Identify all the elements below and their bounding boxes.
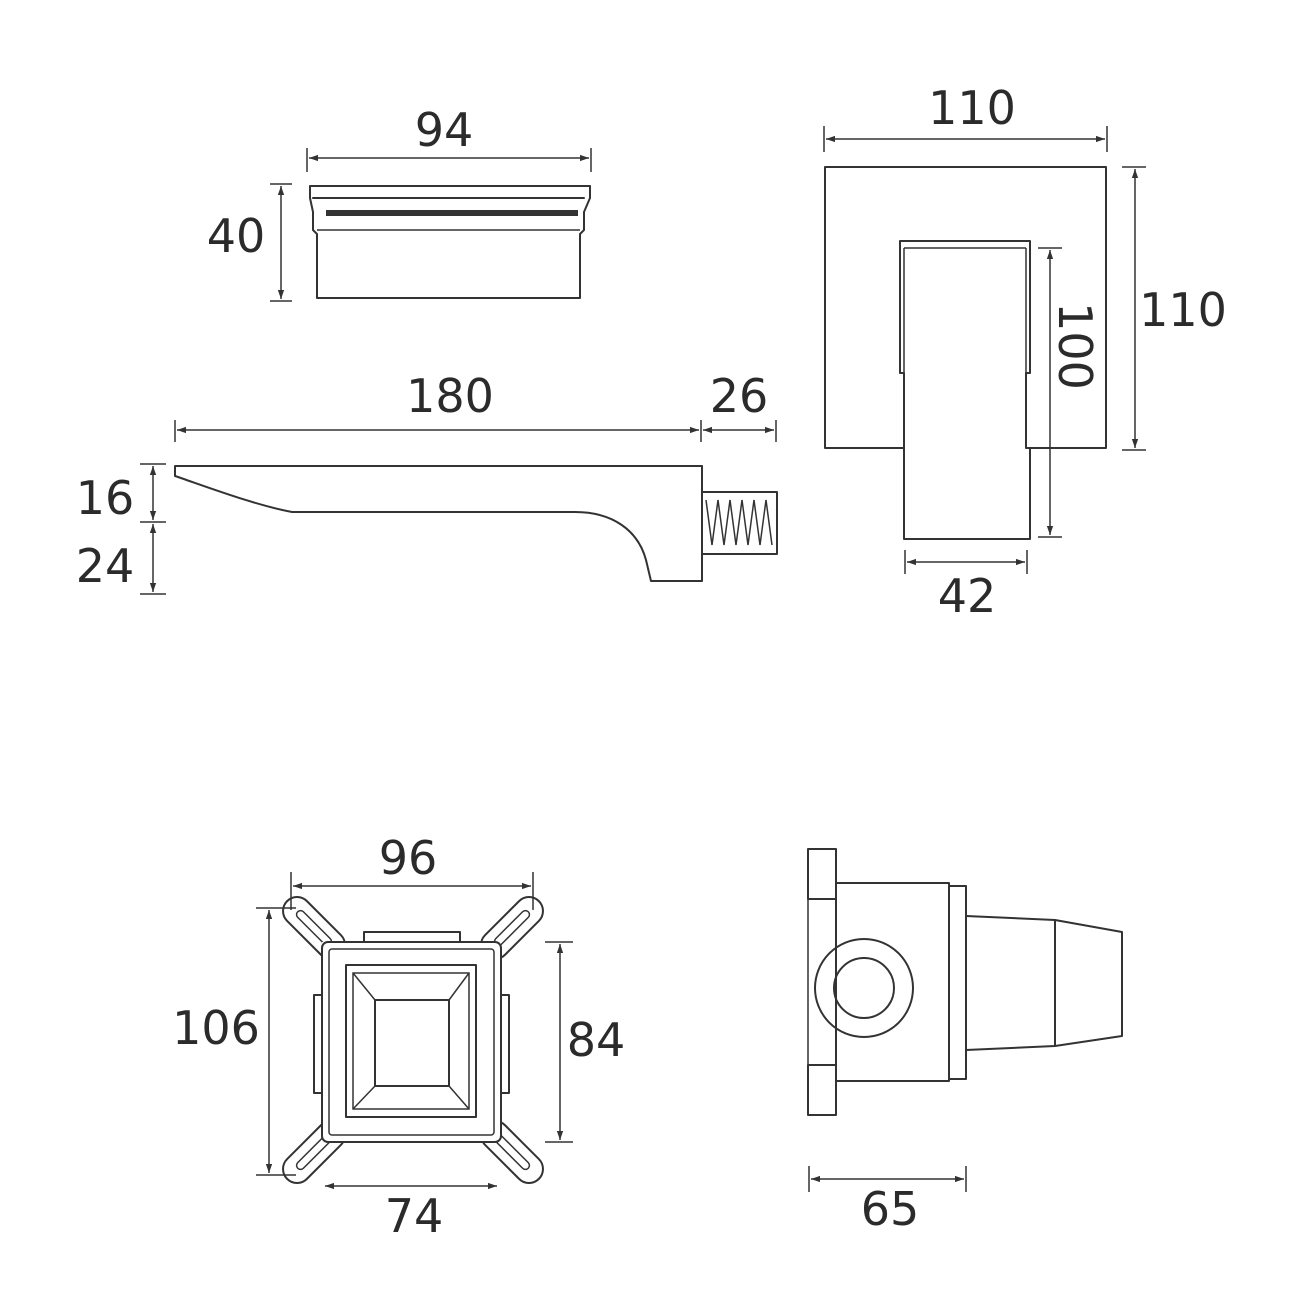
dim-valve-box-width: 96 — [379, 831, 438, 885]
valve-box-front-view: 96 106 84 74 — [172, 831, 625, 1243]
dim-handle-width: 42 — [938, 569, 997, 623]
dim-spout-top-width: 94 — [415, 103, 474, 157]
dim-valve-depth: 65 — [861, 1182, 920, 1236]
dim-spout-lower-thickness: 24 — [76, 539, 135, 593]
dim-handle-height: 100 — [1048, 302, 1102, 390]
dim-plate-height: 110 — [1139, 283, 1227, 337]
mixer-plate-view: 110 110 100 42 — [823, 81, 1227, 623]
dim-valve-inner-width: 74 — [385, 1189, 444, 1243]
spout-front-view: 94 40 — [207, 103, 592, 302]
dim-valve-inner-height: 84 — [567, 1013, 626, 1067]
dim-spout-length: 180 — [406, 369, 494, 423]
valve-box-side-view: 65 — [807, 848, 1123, 1236]
spout-side-view: 180 26 16 24 — [76, 369, 778, 595]
dim-valve-box-height: 106 — [172, 1001, 260, 1055]
dim-spout-upper-thickness: 16 — [76, 471, 135, 525]
dim-plate-width: 110 — [928, 81, 1016, 135]
dim-spout-top-height: 40 — [207, 209, 266, 263]
dim-spout-connector: 26 — [710, 369, 769, 423]
